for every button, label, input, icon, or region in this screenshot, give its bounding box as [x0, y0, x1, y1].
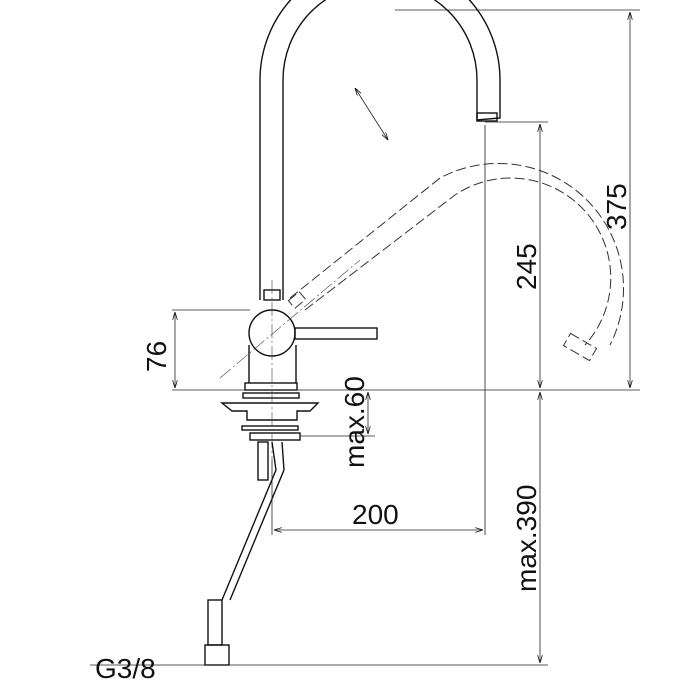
faucet-body	[219, 259, 378, 460]
dim-max60-label: max.60	[339, 376, 370, 468]
dim-max390-label: max.390	[511, 485, 542, 592]
faucet-spout	[259, 0, 501, 301]
supply-hose	[204, 441, 285, 666]
dim-375-label: 375	[601, 183, 632, 230]
thread-label: G3/8	[95, 653, 156, 684]
dim-76-label: 76	[141, 341, 172, 372]
alternate-spout-position	[287, 163, 624, 362]
dim-200-label: 200	[352, 499, 399, 530]
dimension-lines	[90, 9, 640, 666]
dim-245-label: 245	[511, 243, 542, 290]
rotation-arrow-icon	[355, 88, 388, 140]
